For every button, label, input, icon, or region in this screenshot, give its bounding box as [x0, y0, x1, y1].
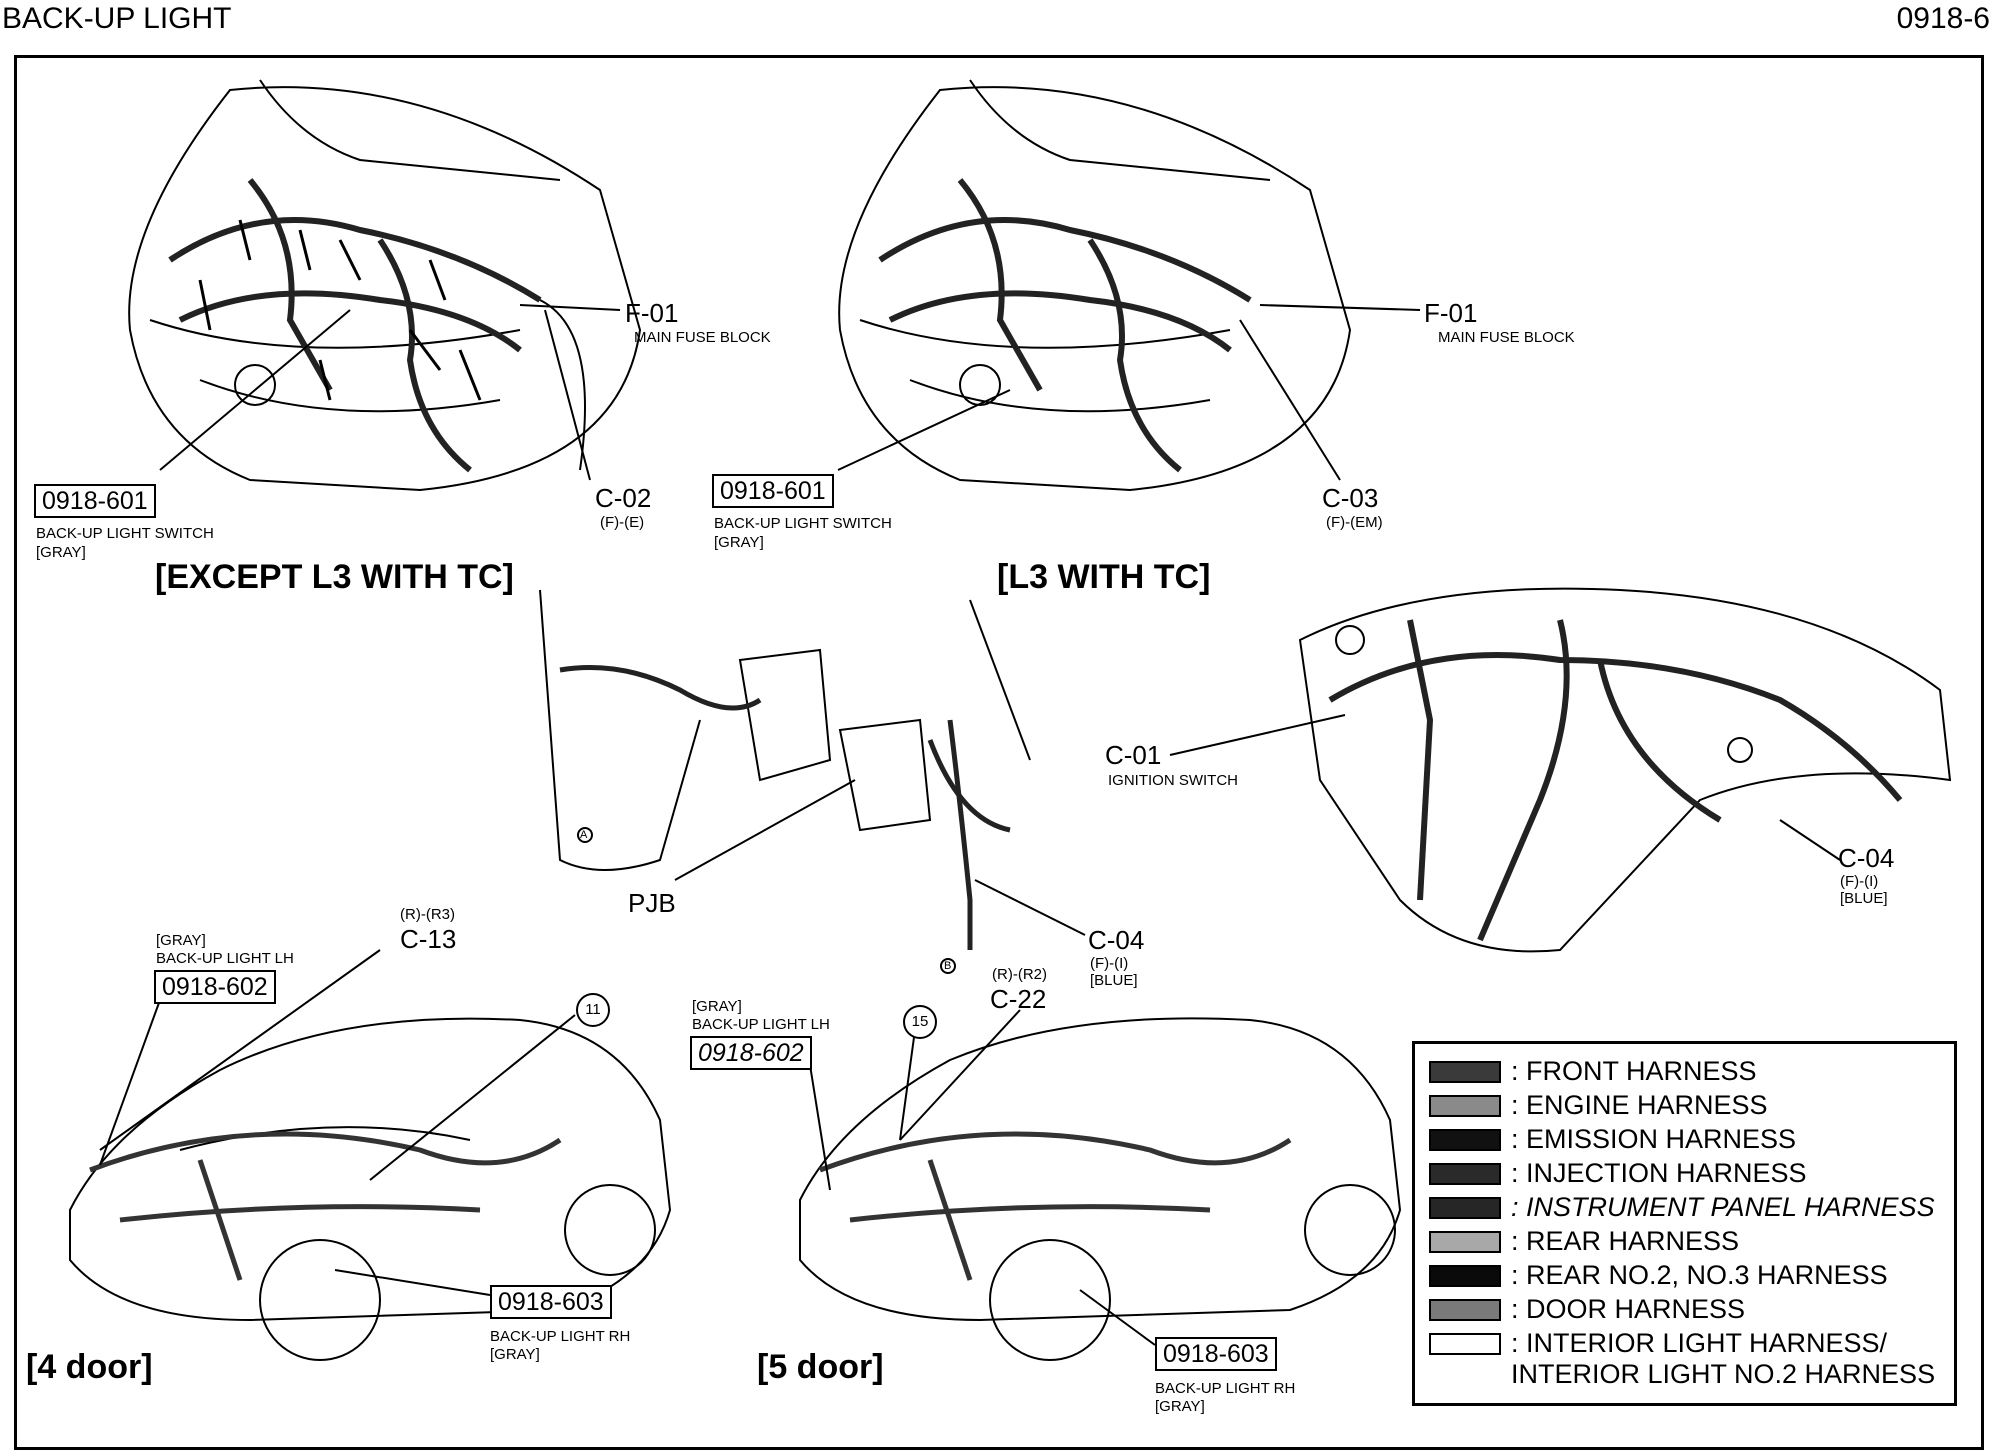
cabin-view — [539, 589, 1031, 871]
diagram-frame — [14, 55, 1984, 1450]
legend-swatch — [1429, 1129, 1501, 1151]
c04-color-cabin: [BLUE] — [1090, 972, 1138, 989]
c13-sub: (R)-(R3) — [400, 906, 455, 923]
harness-legend: : FRONT HARNESS : ENGINE HARNESS : EMISS… — [1412, 1041, 1957, 1406]
rh-ref-5door: 0918-603 — [1155, 1337, 1277, 1371]
marker-b: B — [944, 960, 952, 972]
rh-desc-5door: BACK-UP LIGHT RH — [1155, 1380, 1296, 1397]
legend-swatch — [1429, 1231, 1501, 1253]
engine-bay-except-l3 — [128, 79, 642, 492]
rh-ref-4door: 0918-603 — [490, 1285, 612, 1319]
legend-label: : FRONT HARNESS — [1511, 1056, 1757, 1086]
c03-sub: (F)-(EM) — [1326, 514, 1383, 531]
lh-color-4door: [GRAY] — [156, 932, 206, 949]
circle-11: 11 — [576, 993, 610, 1027]
c02-code: C-02 — [595, 483, 652, 513]
dashboard-view — [1298, 587, 1952, 953]
legend-label: : REAR HARNESS — [1511, 1226, 1740, 1256]
legend-swatch — [1429, 1265, 1501, 1287]
variant-l3-tc: [L3 WITH TC] — [997, 558, 1211, 596]
c04-sub-cabin: (F)-(I) — [1090, 955, 1129, 972]
legend-swatch — [1429, 1163, 1501, 1185]
leader-lines — [99, 304, 1841, 1346]
legend-label: : ENGINE HARNESS — [1511, 1090, 1768, 1120]
switch-ref-2: 0918-601 — [712, 474, 834, 508]
f01-desc-2: MAIN FUSE BLOCK — [1438, 329, 1575, 346]
c04-sub-dash: (F)-(I) — [1840, 873, 1879, 890]
c04-color-dash: [BLUE] — [1840, 890, 1888, 907]
c04-code-dash: C-04 — [1838, 843, 1895, 873]
rh-desc-4door: BACK-UP LIGHT RH — [490, 1328, 631, 1345]
legend-item: : FRONT HARNESS — [1429, 1056, 1954, 1090]
page-number: 0918-6 — [1896, 2, 1990, 35]
legend-label: : EMISSION HARNESS — [1511, 1124, 1797, 1154]
switch-ref-1: 0918-601 — [34, 484, 156, 518]
c22-code: C-22 — [990, 984, 1047, 1014]
legend-label: : DOOR HARNESS — [1511, 1294, 1746, 1324]
lh-ref-4door: 0918-602 — [154, 970, 276, 1004]
c02-sub: (F)-(E) — [600, 514, 645, 531]
lh-ref-5door: 0918-602 — [690, 1036, 812, 1070]
c13-code: C-13 — [400, 924, 457, 954]
c03-code: C-03 — [1322, 483, 1379, 513]
variant-5door: [5 door] — [757, 1348, 884, 1386]
variant-4door: [4 door] — [26, 1348, 153, 1386]
legend-label: : INJECTION HARNESS — [1511, 1158, 1807, 1188]
switch-color-2: [GRAY] — [714, 534, 764, 551]
legend-item: : INTERIOR LIGHT HARNESS/ INTERIOR LIGHT… — [1429, 1328, 1954, 1392]
pjb-label: PJB — [628, 888, 676, 918]
lh-desc-5door: BACK-UP LIGHT LH — [692, 1016, 830, 1033]
switch-desc-1: BACK-UP LIGHT SWITCH — [36, 525, 214, 542]
legend-item: : INJECTION HARNESS — [1429, 1158, 1954, 1192]
legend-swatch — [1429, 1197, 1501, 1219]
f01-code: F-01 — [625, 298, 679, 328]
rh-color-5door: [GRAY] — [1155, 1398, 1205, 1415]
car-5door — [799, 1017, 1402, 1361]
legend-item: : REAR NO.2, NO.3 HARNESS — [1429, 1260, 1954, 1294]
marker-a: A — [580, 829, 588, 841]
legend-item: : ENGINE HARNESS — [1429, 1090, 1954, 1124]
switch-color-1: [GRAY] — [36, 544, 86, 561]
legend-label: : INSTRUMENT PANEL HARNESS — [1511, 1192, 1935, 1222]
f01-code-2: F-01 — [1424, 298, 1478, 328]
c04-code-cabin: C-04 — [1088, 925, 1145, 955]
c22-sub: (R)-(R2) — [992, 966, 1047, 983]
rh-color-4door: [GRAY] — [490, 1346, 540, 1363]
legend-swatch — [1429, 1061, 1501, 1083]
c01-code: C-01 — [1105, 740, 1162, 770]
legend-item: : REAR HARNESS — [1429, 1226, 1954, 1260]
page-title: BACK-UP LIGHT — [2, 2, 232, 35]
car-4door — [69, 1017, 672, 1361]
legend-item: : EMISSION HARNESS — [1429, 1124, 1954, 1158]
legend-label: : REAR NO.2, NO.3 HARNESS — [1511, 1260, 1888, 1290]
circle-15: 15 — [903, 1005, 937, 1039]
switch-desc-2: BACK-UP LIGHT SWITCH — [714, 515, 892, 532]
legend-swatch — [1429, 1333, 1501, 1355]
legend-item: : INSTRUMENT PANEL HARNESS — [1429, 1192, 1954, 1226]
c01-desc: IGNITION SWITCH — [1108, 772, 1238, 789]
legend-item: : DOOR HARNESS — [1429, 1294, 1954, 1328]
legend-label: : INTERIOR LIGHT HARNESS/ INTERIOR LIGHT… — [1511, 1328, 1936, 1389]
lh-color-5door: [GRAY] — [692, 998, 742, 1015]
engine-bay-l3 — [838, 79, 1352, 492]
lh-desc-4door: BACK-UP LIGHT LH — [156, 950, 294, 967]
f01-desc: MAIN FUSE BLOCK — [634, 329, 771, 346]
legend-swatch — [1429, 1299, 1501, 1321]
legend-swatch — [1429, 1095, 1501, 1117]
variant-except-l3: [EXCEPT L3 WITH TC] — [155, 558, 514, 596]
